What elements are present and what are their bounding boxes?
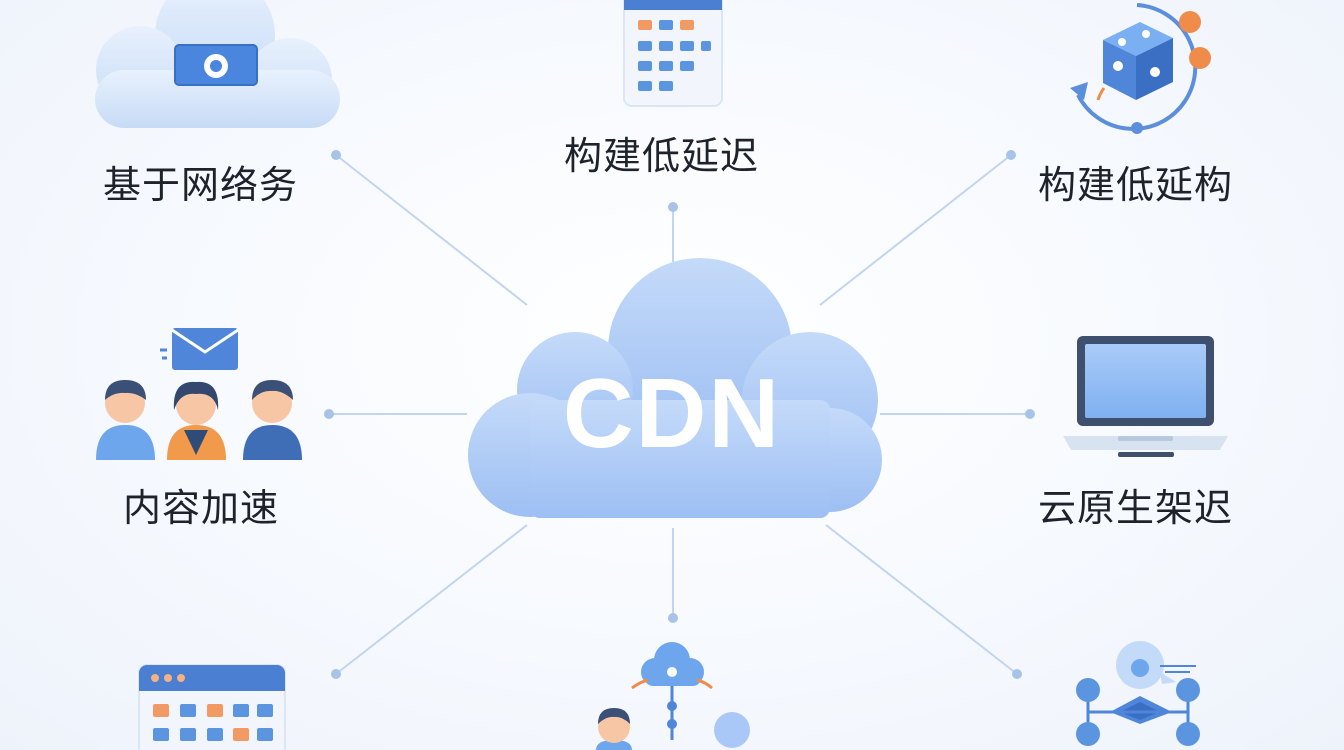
connector-dot (331, 150, 341, 160)
connector-dot (1012, 669, 1022, 679)
network-users-icon (596, 642, 750, 750)
users-with-mail-icon (96, 328, 302, 460)
center-cloud-icon: CDN (468, 258, 882, 518)
connector-dot (331, 669, 341, 679)
connector-bottom-left (335, 524, 528, 675)
node-network-icon (1076, 641, 1200, 746)
laptop-icon (1063, 336, 1228, 457)
calendar-grid-icon (623, 0, 723, 107)
app-window-grid-icon (138, 664, 286, 750)
node-label-top-right: 构建低延构 (1038, 163, 1234, 207)
cloud-with-photo-icon (95, 0, 340, 128)
connector-top-left (335, 154, 528, 306)
rotating-cube-icon (1070, 3, 1211, 134)
node-label-top-left: 基于网络务 (103, 163, 299, 207)
node-label-top-center: 构建低延迟 (564, 134, 760, 178)
center-cloud-label: CDN (563, 358, 781, 468)
connector-bottom-right (825, 524, 1018, 675)
connector-dot (1025, 409, 1035, 419)
connector-top-right (819, 154, 1012, 306)
node-label-mid-right: 云原生架迟 (1038, 486, 1234, 530)
connector-dot (668, 613, 678, 623)
connectors (324, 150, 1035, 679)
connector-dot (1006, 150, 1016, 160)
connector-dot (324, 409, 334, 419)
node-label-mid-left: 内容加速 (123, 486, 280, 530)
connector-dot (668, 202, 678, 212)
